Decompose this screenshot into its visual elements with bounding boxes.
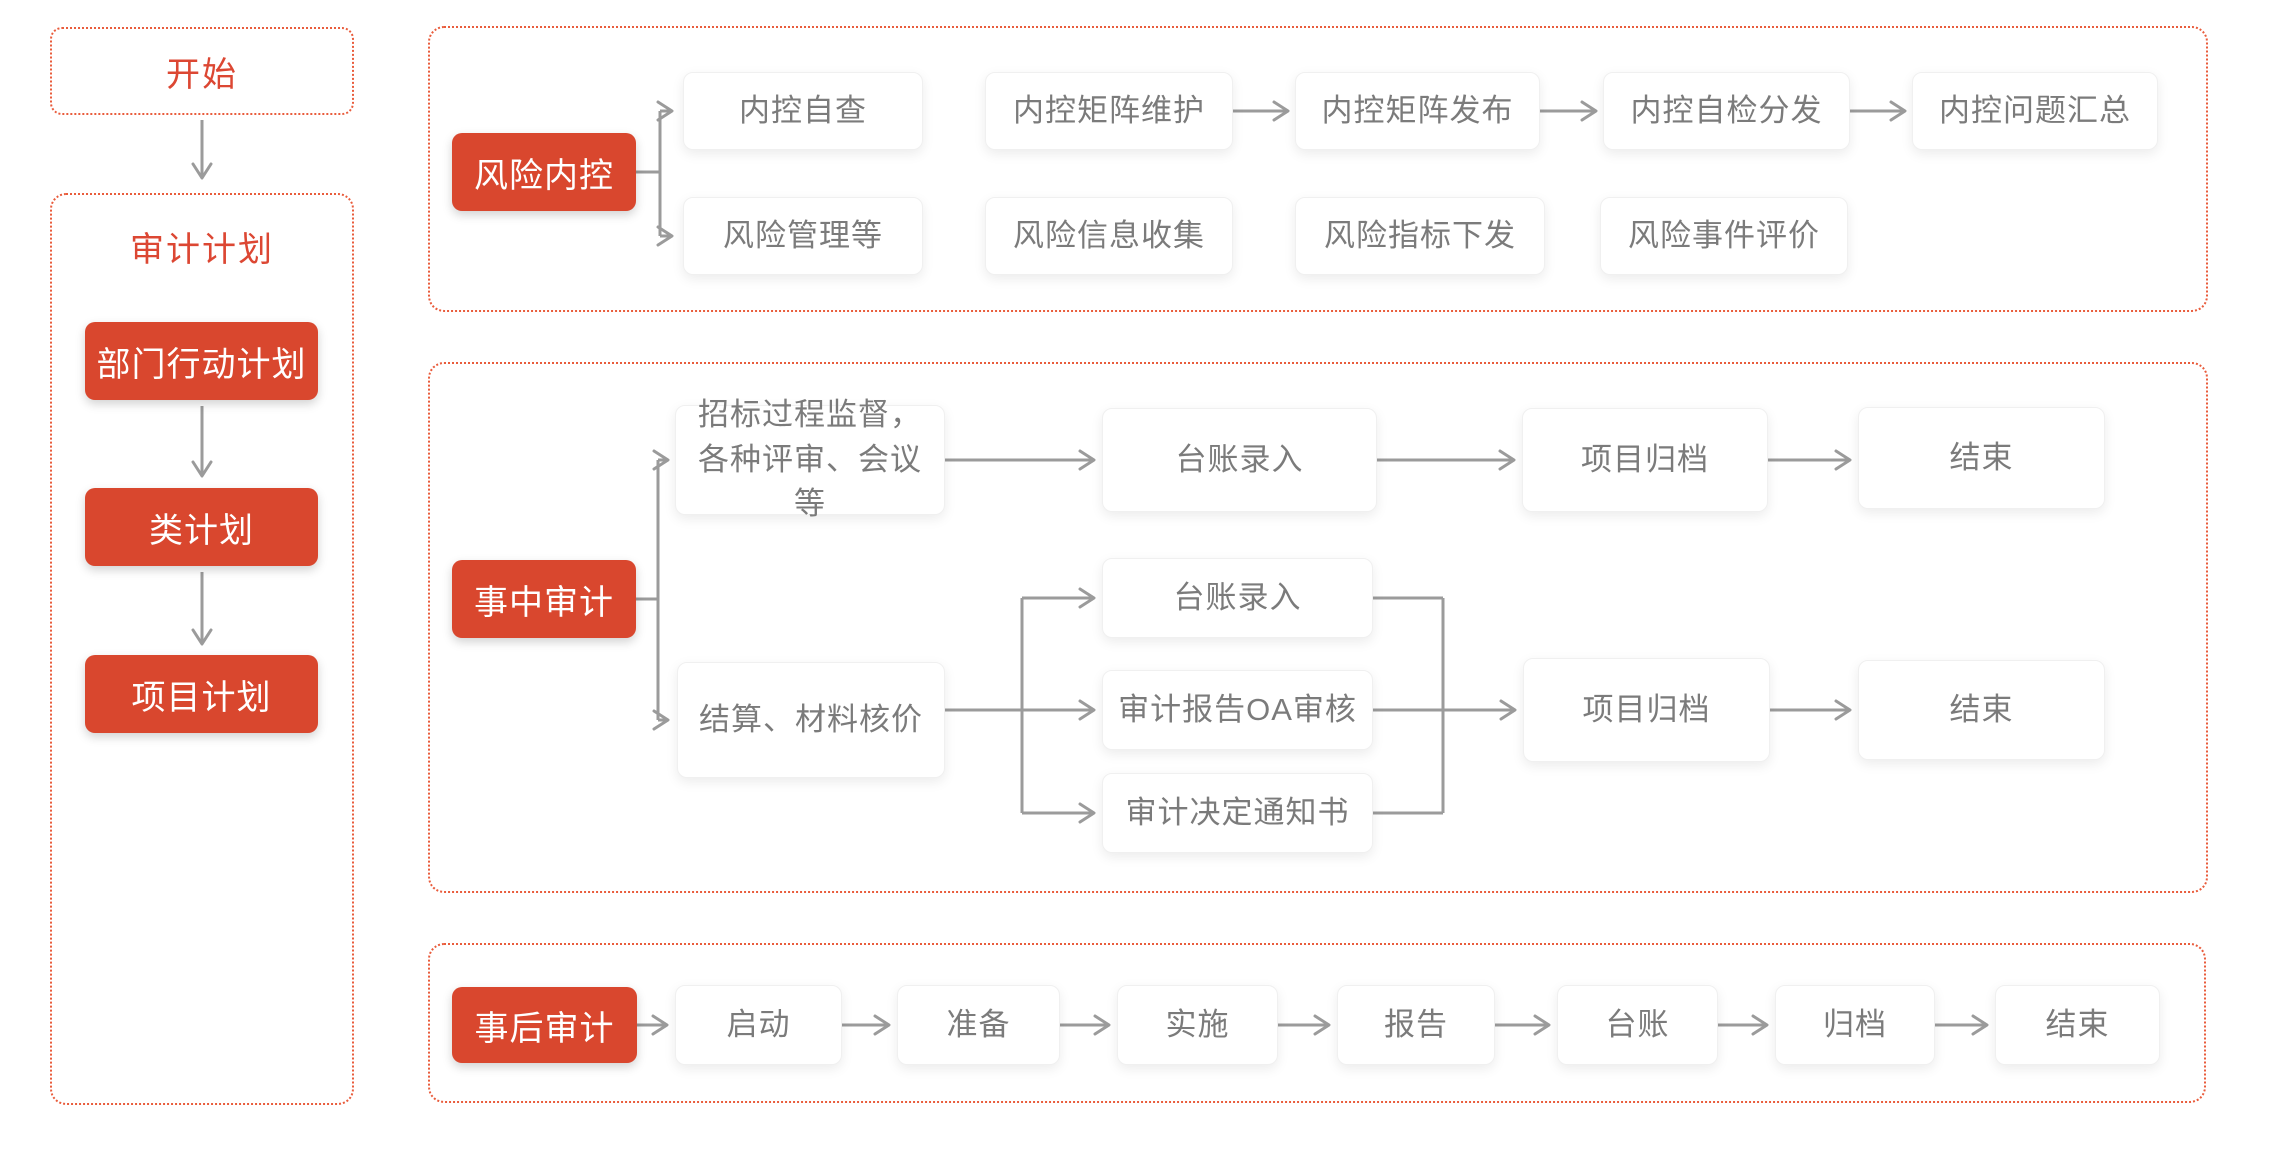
node-dept-action-plan: 部门行动计划 — [85, 322, 318, 400]
audit-plan-group-box — [50, 193, 354, 1105]
node-risk-management: 风险管理等 — [683, 197, 923, 275]
node-class-plan: 类计划 — [85, 488, 318, 566]
node-end-1: 结束 — [1858, 407, 2105, 509]
start-label: 开始 — [166, 55, 238, 94]
audit-plan-group-label: 审计计划 — [130, 230, 274, 269]
node-post-ledger: 台账 — [1557, 985, 1718, 1065]
node-end-2: 结束 — [1858, 660, 2105, 760]
node-settlement-pricing: 结算、材料核价 — [677, 662, 945, 778]
section-during-audit — [428, 362, 2208, 893]
node-bidding-supervision: 招标过程监督，各种评审、会议等 — [675, 397, 945, 521]
start-box — [50, 27, 354, 115]
node-post-report: 报告 — [1337, 985, 1495, 1065]
section-post-audit — [428, 943, 2206, 1103]
node-ic-matrix-publish: 内控矩阵发布 — [1295, 72, 1540, 150]
node-audit-decision-notice: 审计决定通知书 — [1102, 773, 1373, 853]
node-project-archive-2: 项目归档 — [1523, 658, 1770, 762]
node-ledger-entry-1: 台账录入 — [1102, 408, 1377, 512]
node-project-archive-1: 项目归档 — [1522, 408, 1768, 512]
node-ic-matrix-maintain: 内控矩阵维护 — [985, 72, 1233, 150]
node-during-audit: 事中审计 — [452, 560, 636, 638]
node-post-end: 结束 — [1995, 985, 2160, 1065]
node-post-startup: 启动 — [675, 985, 842, 1065]
node-post-archive: 归档 — [1775, 985, 1935, 1065]
node-ledger-entry-2: 台账录入 — [1102, 558, 1373, 638]
section-risk-internal-control — [428, 26, 2208, 312]
node-post-implement: 实施 — [1117, 985, 1278, 1065]
node-risk-internal-control: 风险内控 — [452, 133, 636, 211]
node-ic-issue-summary: 内控问题汇总 — [1912, 72, 2158, 150]
node-project-plan: 项目计划 — [85, 655, 318, 733]
node-post-audit: 事后审计 — [452, 987, 637, 1063]
node-ic-self-check: 内控自查 — [683, 72, 923, 150]
node-risk-info-collect: 风险信息收集 — [985, 197, 1233, 275]
node-ic-selfcheck-distribute: 内控自检分发 — [1603, 72, 1850, 150]
node-audit-report-oa: 审计报告OA审核 — [1102, 670, 1373, 750]
node-post-prepare: 准备 — [897, 985, 1060, 1065]
node-risk-event-evaluate: 风险事件评价 — [1600, 197, 1848, 275]
node-risk-indicator-issue: 风险指标下发 — [1295, 197, 1545, 275]
